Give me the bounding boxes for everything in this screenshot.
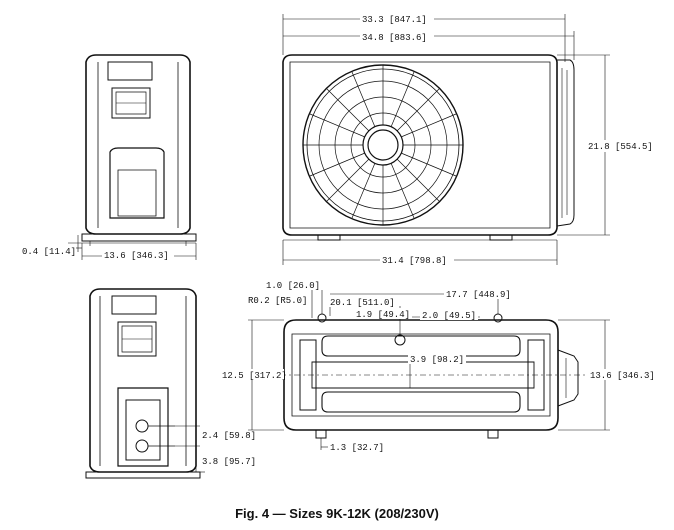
dim-width-33-3: 33.3 [847.1] — [362, 15, 427, 25]
side-view-upper — [81, 54, 197, 246]
dim-valve-2-4: 2.4 [59.8] — [202, 431, 256, 441]
side-view-lower — [85, 288, 201, 479]
dim-hole-2-0: 2.0 [49.5] — [422, 311, 476, 321]
dim-width-31-4: 31.4 [798.8] — [382, 256, 447, 266]
dim-valve-3-8: 3.8 [95.7] — [202, 457, 256, 467]
dim-height-21-8: 21.8 [554.5] — [588, 142, 653, 152]
figure-caption: Fig. 4 — Sizes 9K-12K (208/230V) — [235, 506, 439, 521]
dim-base-0-4: 0.4 [11.4] — [22, 247, 76, 257]
dim-offset-17-7: 17.7 [448.9] — [446, 290, 511, 300]
dim-bolt-spacing-20-1: 20.1 [511.0] — [330, 298, 395, 308]
dim-foot-1-3: 1.3 [32.7] — [330, 443, 384, 453]
dim-hole-1-9: 1.9 [49.4] — [356, 310, 410, 320]
dim-center-3-9: 3.9 [98.2] — [410, 355, 464, 365]
front-view — [282, 54, 575, 241]
dim-depth-12-5: 12.5 [317.2] — [222, 371, 287, 381]
valve-dimensions — [175, 425, 205, 473]
dim-depth-13-6: 13.6 [346.3] — [104, 251, 169, 261]
top-view — [252, 313, 590, 439]
dim-bolt-1-0: 1.0 [26.0] — [266, 281, 320, 291]
dim-depth-13-6: 13.6 [346.3] — [590, 371, 655, 381]
dim-width-34-8: 34.8 [883.6] — [362, 33, 427, 43]
dim-radius-0-2: R0.2 [R5.0] — [248, 296, 307, 306]
